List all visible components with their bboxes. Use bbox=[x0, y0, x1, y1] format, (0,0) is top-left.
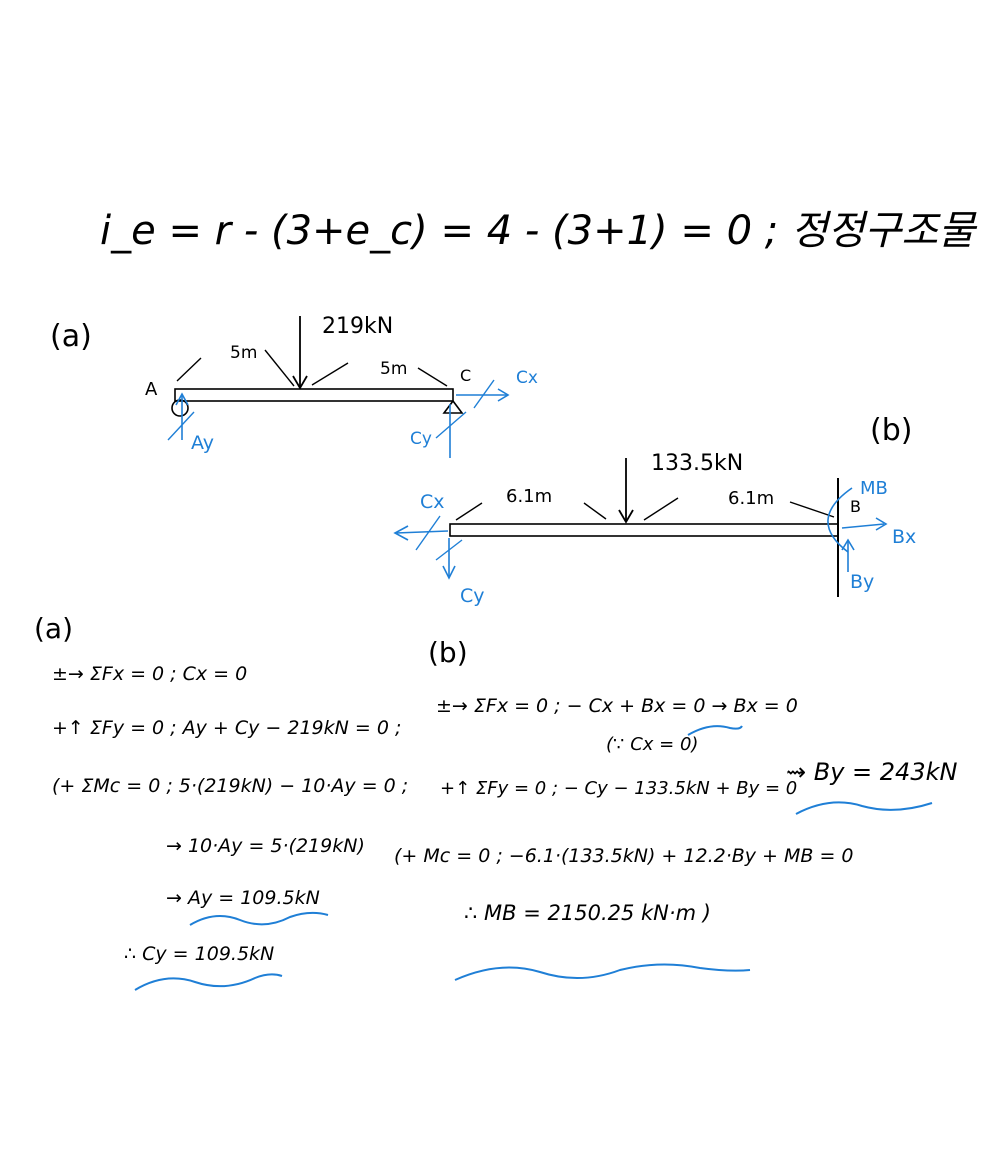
solution-a-ay-underline bbox=[189, 911, 329, 926]
diagram-a-point-a: A bbox=[145, 379, 158, 400]
solution-a-label: (a) bbox=[34, 612, 73, 645]
diagram-b-point-b: B bbox=[850, 497, 861, 516]
solution-a-eq6: ∴ Cy = 109.5kN bbox=[124, 943, 274, 965]
diagram-b-reaction-bx: Bx bbox=[892, 526, 916, 548]
diagram-b-reaction-by: By bbox=[850, 571, 874, 593]
solution-b-eq2: (∵ Cx = 0) bbox=[606, 734, 698, 755]
solution-b-bx-underline bbox=[687, 725, 743, 736]
solution-a-eq1: ±→ ΣFx = 0 ; Cx = 0 bbox=[52, 663, 247, 685]
diagram-a-reaction-ay: Ay bbox=[191, 432, 214, 454]
diagram-a-beam bbox=[171, 316, 464, 417]
diagram-a-point-c: C bbox=[460, 366, 471, 385]
solution-b-eq3: +↑ ΣFy = 0 ; − Cy − 133.5kN + By = 0 bbox=[440, 778, 797, 799]
solution-a-cy-underline bbox=[134, 973, 283, 991]
diagram-a-load-label: 219kN bbox=[322, 314, 393, 339]
diagram-b-moment-mb: MB bbox=[860, 478, 888, 499]
solution-b-eq1: ±→ ΣFx = 0 ; − Cx + Bx = 0 → Bx = 0 bbox=[436, 695, 798, 717]
solution-b-eq4: (+ Mc = 0 ; −6.1·(133.5kN) + 12.2·By + M… bbox=[394, 845, 854, 867]
solution-a-eq2: +↑ ΣFy = 0 ; Ay + Cy − 219kN = 0 ; bbox=[52, 717, 401, 739]
diagram-b-reaction-cx: Cx bbox=[420, 491, 445, 513]
diagram-b-reactions bbox=[393, 487, 888, 580]
solution-b-by-underline bbox=[795, 801, 933, 815]
diagram-a-reaction-cx: Cx bbox=[516, 368, 538, 388]
solution-b-label: (b) bbox=[428, 636, 468, 669]
diagram-b-span-left: 6.1m bbox=[506, 486, 552, 507]
diagram-a-reactions bbox=[167, 379, 510, 458]
solution-a-eq3: (+ ΣMc = 0 ; 5·(219kN) − 10·Ay = 0 ; bbox=[52, 775, 408, 797]
diagram-b-load-label: 133.5kN bbox=[651, 451, 743, 476]
diagram-a-label: (a) bbox=[50, 319, 92, 354]
solution-b-mb-underline bbox=[454, 963, 751, 981]
header-equation: i_e = r - (3+e_c) = 4 - (3+1) = 0 ; 정정구조… bbox=[100, 208, 978, 254]
diagram-a-reaction-cy: Cy bbox=[410, 429, 432, 449]
diagram-b-reaction-cy: Cy bbox=[460, 585, 485, 607]
diagram-a-span-left: 5m bbox=[230, 343, 257, 363]
solution-b-by-result: ⇝ By = 243kN bbox=[786, 758, 957, 786]
solution-b-eq5: ∴ MB = 2150.25 kN·m ) bbox=[464, 901, 711, 925]
solution-a-eq5: → Ay = 109.5kN bbox=[166, 887, 320, 909]
solution-a-eq4: → 10·Ay = 5·(219kN) bbox=[166, 835, 365, 857]
diagram-b-beam bbox=[449, 458, 839, 597]
diagram-b-label: (b) bbox=[870, 413, 912, 448]
diagram-a-span-right: 5m bbox=[380, 359, 407, 379]
diagram-b-span-right: 6.1m bbox=[728, 488, 774, 509]
